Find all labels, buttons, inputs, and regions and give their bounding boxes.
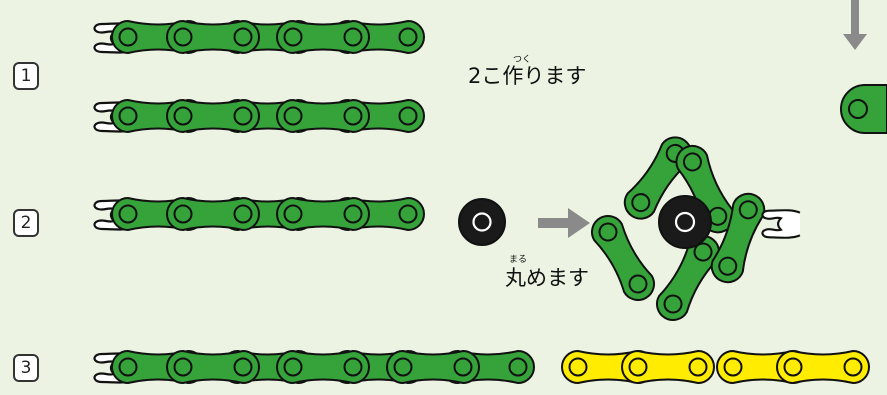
chain-link: [276, 197, 370, 231]
chain-link: [166, 350, 260, 384]
step2-caption: 丸めます: [505, 266, 589, 290]
step-number-badge-2: 2: [13, 209, 39, 237]
step2-ring: [585, 130, 802, 327]
chain-link: [166, 99, 260, 133]
black-joint: [458, 198, 506, 246]
arrow-down-icon: [851, 0, 859, 36]
black-joint: [658, 195, 712, 249]
chain-link: [585, 209, 661, 307]
chain-link: [166, 20, 260, 54]
arrow-right-icon: [538, 208, 590, 238]
chain-link: [276, 99, 370, 133]
arrow-down-icon-head: [843, 34, 867, 50]
step-number-badge-1: 1: [13, 62, 39, 90]
step-number-badge-3: 3: [13, 354, 39, 382]
step1-caption: 2こ作ります: [468, 64, 587, 88]
step1-chain-bottom: [93, 99, 425, 133]
chain-link-yellow: [776, 350, 870, 384]
step2-chain: [93, 197, 506, 246]
ruby-furigana-2: まる: [509, 255, 528, 265]
chain-link-yellow: [621, 350, 715, 384]
chain-link: [276, 20, 370, 54]
clip-icon: [761, 209, 802, 239]
ruby-furigana-1: つく: [513, 55, 532, 65]
step1-partial-figure: [840, 0, 887, 134]
chain-link: [166, 197, 260, 231]
chain-link: [386, 350, 480, 384]
step1-chain-top: [93, 20, 425, 54]
step3-chain: [93, 350, 870, 384]
chain-link: [276, 350, 370, 384]
